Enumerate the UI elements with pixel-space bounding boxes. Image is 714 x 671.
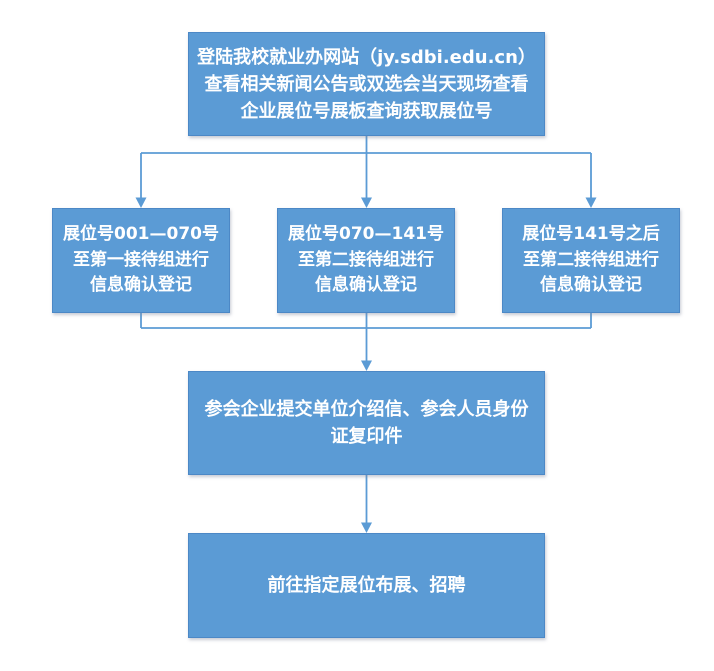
- flow-node-get-booth-number: 登陆我校就业办网站（jy.sdbi.edu.cn） 查看相关新闻公告或双选会当天…: [188, 32, 545, 136]
- node-text-line: 展位号070—141号: [288, 224, 444, 245]
- connector-branches-to-submit: [140, 313, 592, 361]
- node-text-line: 前往指定展位布展、招聘: [267, 575, 466, 596]
- node-text-line: 至第二接待组进行: [298, 249, 434, 270]
- arrowhead-left: [135, 197, 147, 208]
- node-text-line: 至第一接待组进行: [73, 249, 209, 270]
- flow-node-submit-documents: 参会企业提交单位介绍信、参会人员身份 证复印件: [188, 371, 545, 475]
- arrowhead-center: [361, 197, 372, 208]
- node-text-line: 至第二接待组进行: [523, 249, 659, 270]
- node-text-line: 展位号141号之后: [522, 224, 660, 245]
- node-text-line: 登陆我校就业办网站（jy.sdbi.edu.cn）: [197, 46, 536, 68]
- node-text-line: 信息确认登记: [90, 275, 192, 296]
- node-text-line: 参会企业提交单位介绍信、参会人员身份: [204, 399, 529, 420]
- arrowhead-submit: [361, 360, 372, 371]
- node-text-line: 信息确认登记: [540, 275, 642, 296]
- flow-node-booth-070-141: 展位号070—141号 至第二接待组进行 信息确认登记: [277, 208, 455, 313]
- flow-node-go-to-booth: 前往指定展位布展、招聘: [188, 533, 545, 638]
- node-text-line: 信息确认登记: [315, 275, 417, 296]
- node-text-line: 证复印件: [330, 426, 403, 447]
- arrowhead-final: [361, 522, 372, 533]
- node-text-line: 企业展位号展板查询获取展位号: [240, 100, 493, 122]
- connector-top-to-branches: [140, 136, 592, 198]
- branch-arrowheads: [135, 197, 597, 208]
- arrowhead-right: [585, 197, 597, 208]
- node-text-line: 查看相关新闻公告或双选会当天现场查看: [204, 73, 529, 95]
- node-text-line: 展位号001—070号: [63, 224, 219, 245]
- flow-node-booth-001-070: 展位号001—070号 至第一接待组进行 信息确认登记: [52, 208, 230, 313]
- flow-node-booth-after-141: 展位号141号之后 至第二接待组进行 信息确认登记: [502, 208, 680, 313]
